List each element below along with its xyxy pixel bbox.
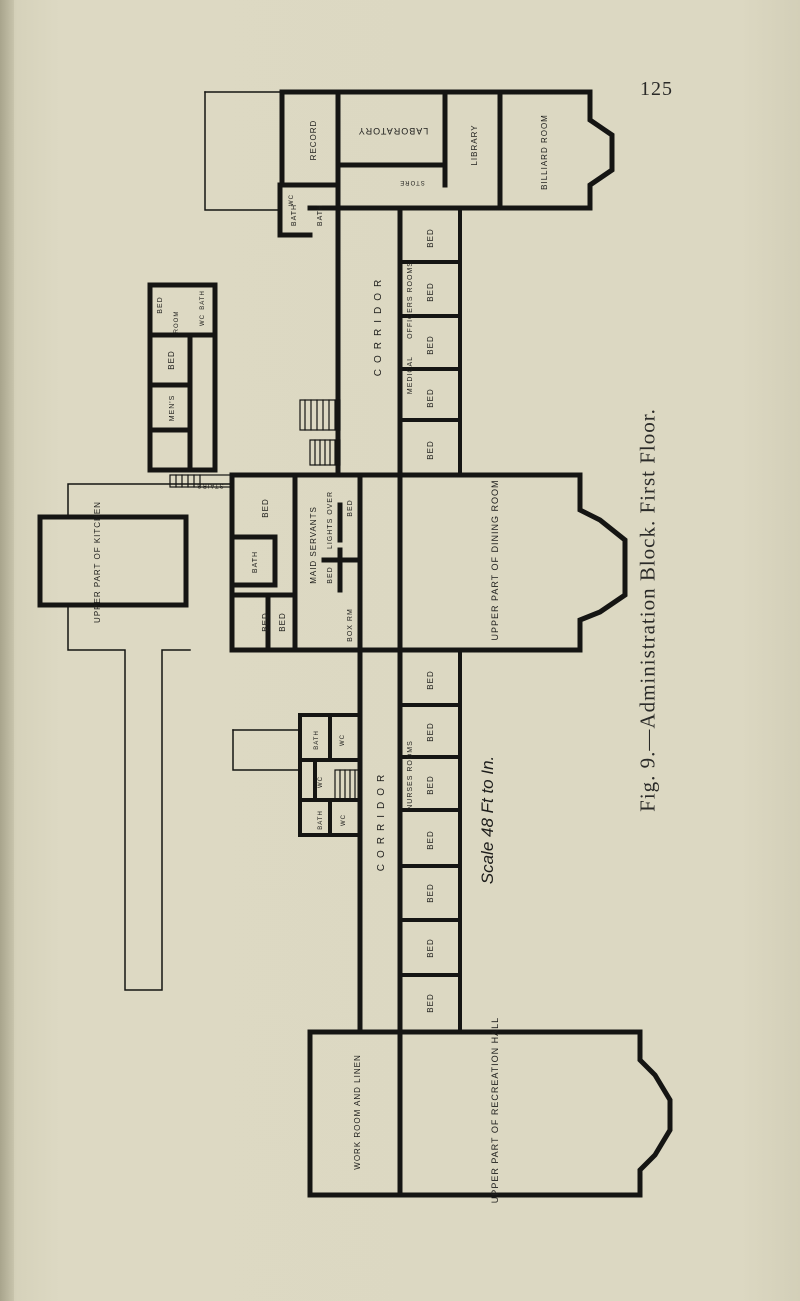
room-label-bed-n5: BED bbox=[426, 440, 435, 459]
room-label-recreation-hall: UPPER PART OF RECREATION HALL bbox=[490, 1017, 500, 1203]
room-label-bed-c2: BED bbox=[426, 722, 435, 741]
scale-note: Scale 48 Ft to In. bbox=[478, 756, 497, 885]
room-label-bed-c1: BED bbox=[426, 670, 435, 689]
room-label-mens: MEN'S bbox=[169, 395, 176, 422]
room-label-officers-rooms: OFFICERS ROOMS bbox=[407, 261, 414, 339]
room-label-wc-c3: WC bbox=[341, 814, 347, 826]
central-block-walls bbox=[229, 472, 628, 653]
west-wing-walls bbox=[147, 282, 218, 473]
room-label-bed-s1: BED bbox=[261, 612, 270, 631]
room-label-bed-n3: BED bbox=[426, 335, 435, 354]
room-label-bed-c3: BED bbox=[426, 775, 435, 794]
room-label-bed-n4: BED bbox=[426, 388, 435, 407]
room-label-wc-mens: WC bbox=[200, 314, 206, 326]
room-label-corridor-south: CORRIDOR bbox=[376, 769, 387, 871]
east-bedrooms-south-walls bbox=[398, 648, 462, 1034]
room-label-maid-servants: MAID SERVANTS bbox=[309, 506, 318, 584]
room-label-bed-s4: BED bbox=[347, 499, 354, 516]
east-bedrooms-north-walls bbox=[398, 206, 462, 477]
kitchen-walls bbox=[37, 514, 189, 608]
room-label-laboratory: LABORATORY bbox=[358, 126, 429, 136]
room-label-bed-n1: BED bbox=[426, 228, 435, 247]
room-label-bed-c7: BED bbox=[426, 993, 435, 1012]
room-label-bed-c4: BED bbox=[426, 830, 435, 849]
room-label-billiard-room: BILLIARD ROOM bbox=[540, 114, 549, 190]
room-label-bed-west: BED bbox=[261, 498, 270, 517]
room-label-dining-room: UPPER PART OF DINING ROOM bbox=[490, 479, 500, 640]
south-block-walls bbox=[307, 1029, 673, 1198]
room-label-library: LIBRARY bbox=[470, 124, 479, 165]
room-label-bath-c2: BATH bbox=[318, 810, 324, 830]
room-label-lights-over: LIGHTS OVER bbox=[327, 491, 334, 549]
room-label-kitchen: UPPER PART OF KITCHEN bbox=[93, 501, 102, 623]
room-label-bed-n2: BED bbox=[426, 282, 435, 301]
page-number: 125 bbox=[640, 78, 673, 100]
room-label-bed-s3: BED bbox=[327, 566, 334, 583]
stairs-hatching bbox=[169, 399, 361, 801]
north-block-walls bbox=[277, 89, 615, 238]
room-label-bath-c: BATH bbox=[314, 730, 320, 750]
room-label-bed-mens: BED bbox=[167, 350, 176, 369]
room-label-bed-mens-2: BED bbox=[157, 296, 164, 313]
room-label-wc-c1: WC bbox=[340, 734, 346, 746]
room-label-bath-servants: BATH bbox=[252, 551, 259, 573]
room-label-corridor-north: CORRIDOR bbox=[373, 274, 384, 376]
room-label-bed-c6: BED bbox=[426, 938, 435, 957]
room-label-nurses-rooms: NURSES ROOMS bbox=[407, 740, 414, 810]
room-label-bed-c5: BED bbox=[426, 883, 435, 902]
room-label-box-rm: BOX RM bbox=[347, 608, 354, 642]
room-label-bath-north-a: BATH bbox=[291, 204, 298, 226]
room-label-wc-north: WC bbox=[289, 194, 295, 206]
ground-floor-outline bbox=[67, 91, 301, 991]
room-label-stairs-west: STAIRS bbox=[196, 482, 223, 488]
room-label-bath-north-b: BATH bbox=[317, 204, 324, 226]
room-label-medical: MEDICAL bbox=[407, 356, 414, 394]
room-label-bed-s2: BED bbox=[278, 612, 287, 631]
room-label-wc-c2: WC bbox=[318, 776, 324, 788]
room-label-room-mens: ROOM bbox=[174, 311, 180, 334]
room-label-work-room: WORK ROOM AND LINEN bbox=[353, 1054, 362, 1169]
west-sanitary-walls bbox=[298, 713, 362, 837]
room-label-bath-mens: BATH bbox=[200, 290, 206, 310]
page-binding-shadow bbox=[0, 0, 14, 1301]
room-label-record: RECORD bbox=[309, 120, 318, 161]
room-label-store: STORE bbox=[399, 179, 425, 185]
